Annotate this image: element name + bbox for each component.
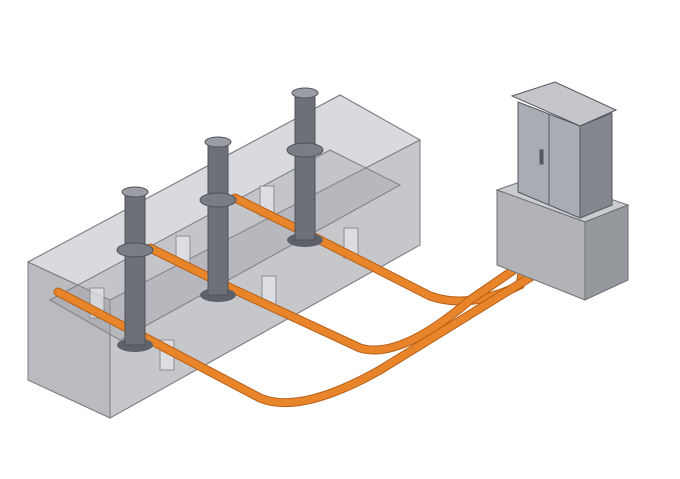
pedestal-side (584, 204, 629, 301)
electrical-cabinet (510, 81, 618, 219)
pipe-front (54, 258, 559, 407)
pillar-1 (116, 186, 154, 352)
cabinet-handle (539, 149, 544, 165)
pillar-3 (286, 87, 324, 247)
cabinet-roof (510, 81, 618, 127)
pillars (116, 87, 324, 352)
cabinet-side (579, 112, 613, 219)
pipes (53, 193, 560, 408)
pillar-2 (199, 136, 237, 302)
pipe-middle (146, 244, 544, 354)
